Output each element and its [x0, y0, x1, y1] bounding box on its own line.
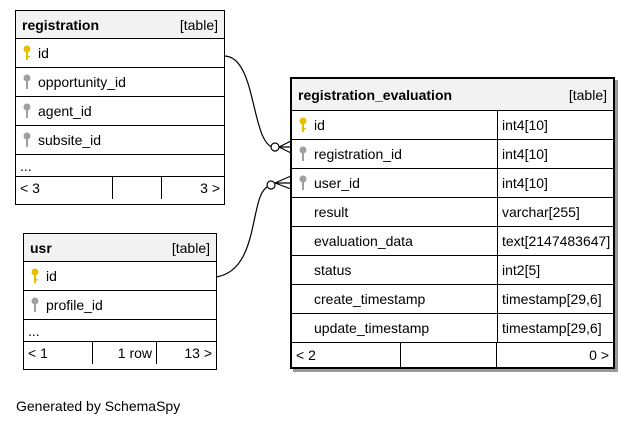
- row-count: 1 row: [92, 342, 156, 364]
- table-footer: < 3 3 >: [16, 177, 224, 199]
- children-count[interactable]: 0 >: [496, 343, 613, 367]
- column-row[interactable]: agent_id: [16, 97, 224, 126]
- column-name: opportunity_id: [38, 74, 126, 90]
- column-name: update_timestamp: [314, 320, 430, 336]
- table-header: registration_evaluation [table]: [292, 79, 613, 111]
- column-row[interactable]: result varchar[255]: [292, 198, 613, 227]
- row-count: [400, 343, 496, 367]
- column-name: id: [46, 268, 57, 284]
- column-name: profile_id: [46, 297, 103, 313]
- foreign-key-icon: [16, 103, 38, 119]
- column-type: varchar[255]: [497, 198, 613, 226]
- parents-count[interactable]: < 1: [28, 345, 48, 361]
- column-name: agent_id: [38, 103, 92, 119]
- column-name: create_timestamp: [314, 291, 426, 307]
- column-row[interactable]: evaluation_data text[2147483647]: [292, 227, 613, 256]
- link-optional-marker: [270, 142, 280, 152]
- column-type: int2[5]: [497, 256, 613, 284]
- foreign-key-icon: [16, 74, 38, 90]
- link-registration-to-evaluation: [223, 55, 277, 149]
- more-columns: ...: [24, 320, 216, 342]
- column-row[interactable]: user_id int4[10]: [292, 169, 613, 198]
- column-name: id: [38, 45, 49, 61]
- table-footer: < 1 1 row 13 >: [24, 342, 216, 364]
- table-header: registration [table]: [16, 11, 224, 39]
- column-row[interactable]: registration_id int4[10]: [292, 140, 613, 169]
- table-registration[interactable]: registration [table] id opportunity_id a…: [15, 10, 225, 205]
- column-type: int4[10]: [497, 169, 613, 197]
- column-type: int4[10]: [497, 140, 613, 168]
- children-count[interactable]: 13 >: [156, 342, 216, 364]
- column-row[interactable]: update_timestamp timestamp[29,6]: [292, 314, 613, 343]
- foreign-key-icon: [292, 146, 314, 162]
- column-name: result: [314, 204, 349, 220]
- primary-key-icon: [292, 117, 314, 133]
- foreign-key-icon: [292, 175, 314, 191]
- column-name: user_id: [314, 175, 360, 191]
- link-optional-marker: [266, 180, 276, 190]
- primary-key-icon: [16, 45, 38, 61]
- column-row[interactable]: id: [16, 39, 224, 68]
- link-crowfoot: [278, 140, 292, 154]
- column-row[interactable]: status int2[5]: [292, 256, 613, 285]
- column-row[interactable]: id: [24, 262, 216, 291]
- foreign-key-icon: [16, 132, 38, 148]
- more-columns: ...: [16, 155, 224, 177]
- column-row[interactable]: profile_id: [24, 291, 216, 320]
- table-header: usr [table]: [24, 234, 216, 262]
- row-count: [112, 177, 161, 199]
- column-row[interactable]: create_timestamp timestamp[29,6]: [292, 285, 613, 314]
- table-footer: < 2 0 >: [292, 343, 613, 367]
- parents-count[interactable]: < 3: [20, 180, 40, 196]
- foreign-key-icon: [24, 297, 46, 313]
- column-name: evaluation_data: [314, 233, 413, 249]
- link-usr-to-evaluation: [215, 185, 271, 278]
- column-type: int4[10]: [497, 111, 613, 139]
- column-row[interactable]: opportunity_id: [16, 68, 224, 97]
- table-usr[interactable]: usr [table] id profile_id ... < 1 1 row …: [23, 233, 217, 370]
- parents-count[interactable]: < 2: [296, 347, 316, 363]
- link-crowfoot: [274, 175, 292, 190]
- table-kind: [table]: [568, 86, 607, 103]
- primary-key-icon: [24, 268, 46, 284]
- column-row[interactable]: subsite_id: [16, 126, 224, 155]
- children-count[interactable]: 3 >: [161, 177, 224, 199]
- column-type: timestamp[29,6]: [497, 314, 613, 342]
- column-name: subsite_id: [38, 132, 102, 148]
- generator-credit: Generated by SchemaSpy: [16, 398, 181, 414]
- column-name: id: [314, 117, 325, 133]
- column-name: registration_id: [314, 146, 402, 162]
- column-name: status: [314, 262, 352, 278]
- column-type: text[2147483647]: [497, 227, 613, 255]
- column-type: timestamp[29,6]: [497, 285, 613, 313]
- table-name: registration_evaluation: [298, 86, 453, 103]
- table-name: usr: [30, 239, 52, 256]
- table-name: registration: [22, 16, 100, 33]
- column-row[interactable]: id int4[10]: [292, 111, 613, 140]
- table-kind: [table]: [171, 239, 210, 256]
- table-kind: [table]: [179, 16, 218, 33]
- table-registration-evaluation[interactable]: registration_evaluation [table] id int4[…: [290, 77, 615, 369]
